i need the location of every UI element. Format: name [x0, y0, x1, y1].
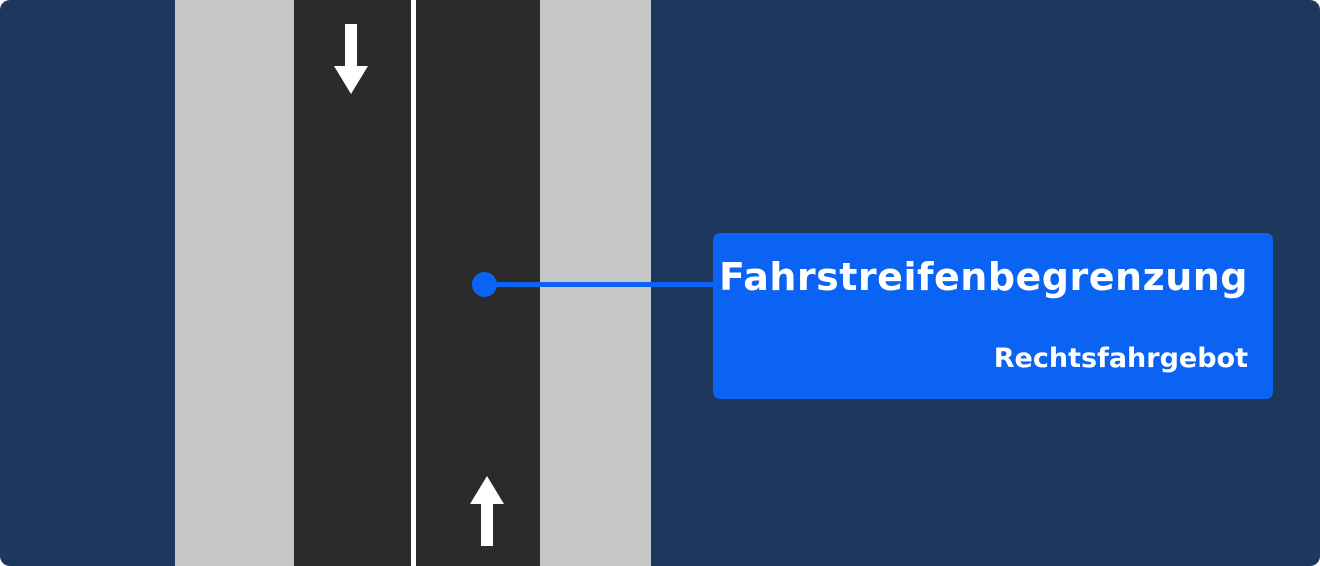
arrow-down-icon	[334, 24, 368, 94]
lane-left	[294, 0, 411, 566]
callout-connector	[484, 282, 716, 287]
sidewalk-left	[175, 0, 294, 566]
lane-gap	[416, 0, 422, 566]
callout-dot	[472, 272, 497, 297]
lane-boundary-line	[411, 0, 416, 566]
arrow-up-icon	[470, 476, 504, 546]
callout-label-box: Fahrstreifenbegrenzung Rechtsfahrgebot	[713, 233, 1273, 399]
callout-title: Fahrstreifenbegrenzung	[718, 255, 1248, 299]
callout-subtitle: Rechtsfahrgebot	[993, 343, 1248, 374]
